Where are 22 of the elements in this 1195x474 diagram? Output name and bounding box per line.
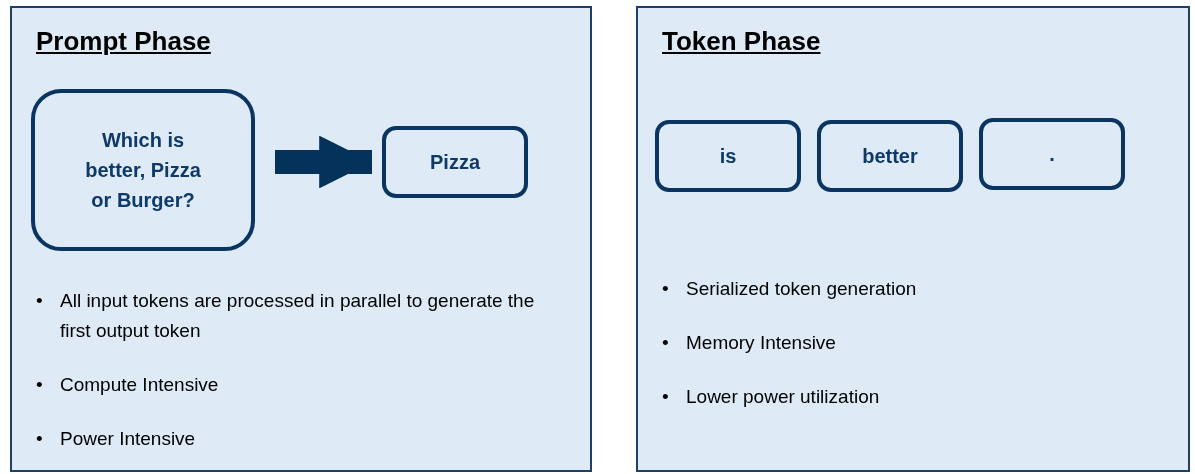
bullet-text: Lower power utilization bbox=[686, 385, 880, 409]
bullet-text: Memory Intensive bbox=[686, 331, 836, 355]
phase-panel bbox=[10, 6, 592, 472]
token-box: is bbox=[655, 120, 801, 192]
token-box: Which is better, Pizza or Burger? bbox=[31, 89, 255, 251]
block-arrow bbox=[275, 135, 372, 189]
panel-heading: Prompt Phase bbox=[36, 26, 211, 57]
bullet-text: Serialized token generation bbox=[686, 277, 917, 301]
token-box: Pizza bbox=[382, 126, 528, 198]
bullet-text: All input tokens are processed in parallel to generate the first output token bbox=[60, 289, 536, 343]
bullet-mark: • bbox=[35, 373, 44, 397]
token-box: better bbox=[817, 120, 963, 192]
panel-heading: Token Phase bbox=[662, 26, 821, 57]
bullet-mark: • bbox=[661, 277, 670, 301]
token-box: . bbox=[979, 118, 1125, 190]
bullet-text: Compute Intensive bbox=[60, 373, 219, 397]
bullet-mark: • bbox=[661, 331, 670, 355]
bullet-text: Power Intensive bbox=[60, 427, 196, 451]
bullet-mark: • bbox=[35, 427, 44, 451]
bullet-mark: • bbox=[661, 385, 670, 409]
phase-panel bbox=[636, 6, 1190, 472]
bullet-mark: • bbox=[35, 289, 44, 313]
